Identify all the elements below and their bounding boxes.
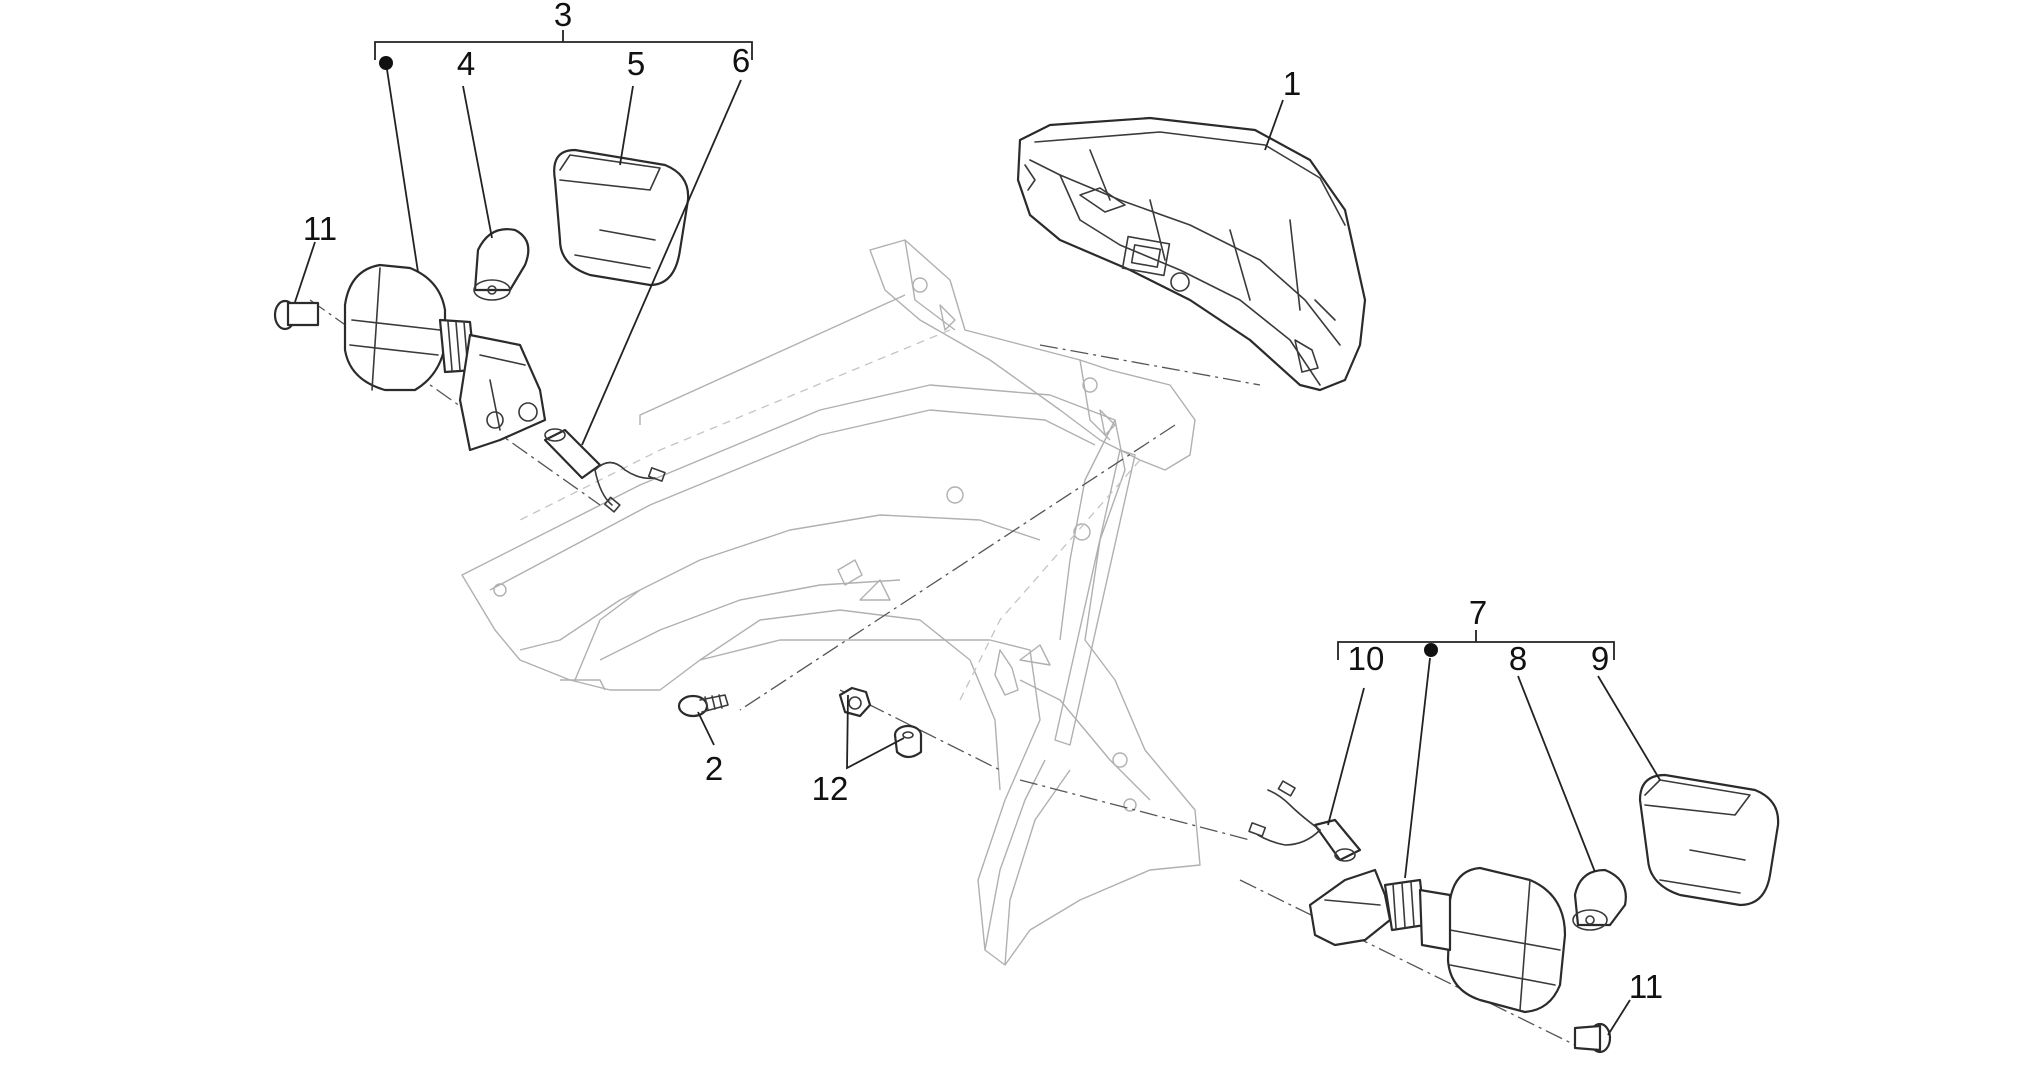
callout-11-right: 11 [1629, 968, 1663, 1005]
right-bulb [1572, 868, 1627, 931]
left-turn-signal-housing [343, 263, 547, 452]
callout-3: 3 [554, 0, 572, 33]
right-screw [1573, 1022, 1612, 1054]
nut [838, 686, 872, 718]
leader-lines [294, 30, 1661, 1036]
rear-fender-bracket [461, 239, 1201, 966]
callout-9: 9 [1591, 640, 1609, 677]
left-lens [553, 148, 690, 287]
callout-4: 4 [457, 45, 475, 82]
self-tapping-screw [677, 694, 729, 718]
left-wire-harness [543, 428, 666, 513]
callout-8: 8 [1509, 640, 1527, 677]
callout-11-left: 11 [303, 210, 337, 247]
callout-1: 1 [1283, 65, 1301, 102]
right-wire-harness [1248, 780, 1362, 862]
included-marker-left [379, 56, 393, 70]
callout-10: 10 [1348, 640, 1385, 677]
callout-2: 2 [705, 750, 723, 787]
assembly-axes [309, 299, 1576, 1046]
left-bulb [473, 228, 530, 301]
right-turn-signal-housing [1308, 866, 1567, 1014]
included-marker-right [1424, 643, 1438, 657]
callout-7: 7 [1469, 594, 1487, 631]
callout-labels: 1 2 3 4 5 6 7 8 9 10 11 11 12 [303, 0, 1663, 1005]
callout-12: 12 [812, 770, 849, 807]
left-screw [273, 299, 320, 331]
callout-5: 5 [627, 45, 645, 82]
tail-lamp [1016, 116, 1367, 392]
callout-6: 6 [732, 42, 750, 79]
right-lens [1638, 773, 1780, 907]
